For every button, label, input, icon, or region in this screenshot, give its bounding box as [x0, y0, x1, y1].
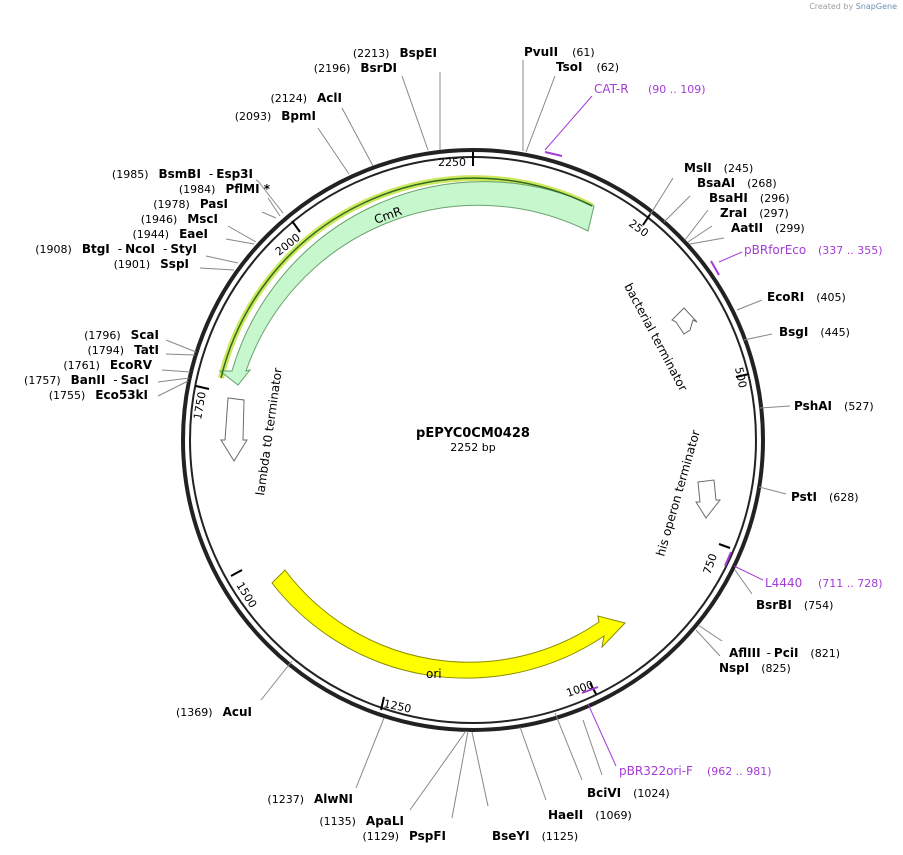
primer-cat-r-mark	[544, 151, 563, 157]
feature-bacterial-terminator[interactable]: bacterial terminator	[621, 281, 698, 394]
enzyme-label-btgi-ncoi-styi[interactable]: (1908)BtgI-NcoI-StyI	[35, 242, 197, 256]
plasmid-name: pEPYC0CM0428	[416, 426, 530, 441]
enzyme-label-ecori[interactable]: EcoRI(405)	[767, 290, 846, 304]
enzyme-label-eaei[interactable]: (1944)EaeI	[133, 227, 208, 241]
enzyme-labels-left[interactable]: (2213)BspEI (2196)BsrDI (2124)AclI (2093…	[24, 46, 446, 843]
enzyme-label-bpmi[interactable]: (2093)BpmI	[235, 109, 316, 123]
enzyme-label-scai[interactable]: (1796)ScaI	[84, 328, 159, 342]
ori-arrow	[271, 569, 626, 679]
feature-label-ori: ori	[426, 667, 442, 681]
enzyme-label-bseyi[interactable]: BseYI(1125)	[492, 829, 578, 843]
enzyme-label-eco53ki[interactable]: (1755)Eco53kI	[49, 388, 148, 402]
cmr-outline	[220, 177, 593, 379]
enzyme-label-bsgi[interactable]: BsgI(445)	[779, 325, 850, 339]
enzyme-label-bsmbi-esp3i[interactable]: (1985)BsmBI-Esp3I	[112, 167, 253, 181]
ticks	[195, 152, 750, 711]
feature-his-operon-terminator[interactable]: his operon terminator	[653, 428, 722, 558]
primer-label[interactable]: L4440	[765, 576, 802, 590]
primer-label[interactable]: pBR322ori-F	[619, 764, 693, 778]
primer-cat-r-leader	[544, 95, 593, 151]
enzyme-label-pspfi[interactable]: (1129)PspFI	[362, 829, 446, 843]
enzyme-label-bsrdi[interactable]: (2196)BsrDI	[314, 61, 397, 75]
his-operon-terminator-arrow	[695, 479, 722, 519]
primer-label[interactable]: pBRforEco	[744, 243, 806, 257]
primer-pbr322ori-f-mark	[581, 686, 599, 694]
enzyme-label-afliii-pcii[interactable]: AflIII-PciI(821)	[729, 646, 840, 660]
enzyme-label-zrai[interactable]: ZraI(297)	[720, 206, 789, 220]
feature-label-his-operon-terminator: his operon terminator	[653, 428, 702, 557]
enzyme-label-acli[interactable]: (2124)AclI	[270, 91, 342, 105]
snapgene-credit: Created by SnapGene	[809, 2, 897, 11]
tick-label: 500	[732, 366, 749, 389]
enzyme-label-pflmi[interactable]: (1984)PflMI *	[179, 182, 271, 196]
primer-range: (962 .. 981)	[707, 765, 772, 778]
primer-labels[interactable]: CAT-R (90 .. 109) pBRforEco (337 .. 355)…	[594, 82, 883, 778]
feature-ori[interactable]: ori	[271, 569, 626, 681]
enzyme-label-ecorv[interactable]: (1761)EcoRV	[63, 358, 152, 372]
primer-pbrforeco-mark	[710, 260, 720, 276]
enzyme-label-nspi[interactable]: NspI(825)	[719, 661, 791, 675]
primer-l4440-leader	[733, 565, 764, 581]
enzyme-labels-right[interactable]: PvuII(61) TsoI(62) MslI(245) BsaAI(268) …	[492, 45, 874, 843]
primer-pbr322ori-f-leader	[587, 703, 617, 767]
enzyme-label-psti[interactable]: PstI(628)	[791, 490, 859, 504]
primer-l4440-mark	[724, 551, 732, 567]
enzyme-label-acui[interactable]: (1369)AcuI	[176, 705, 252, 719]
enzyme-label-bcivi[interactable]: BciVI(1024)	[587, 786, 670, 800]
enzyme-label-pasi[interactable]: (1978)PasI	[153, 197, 228, 211]
enzyme-label-aatii[interactable]: AatII(299)	[731, 221, 805, 235]
tick-label: 1750	[191, 391, 209, 421]
primer-range: (337 .. 355)	[818, 244, 883, 257]
leader-lines	[157, 60, 791, 819]
enzyme-label-bsaai[interactable]: BsaAI(268)	[697, 176, 777, 190]
tick-label: 750	[701, 552, 720, 576]
feature-lambda-t0-terminator[interactable]: lambda t0 terminator	[220, 367, 285, 496]
enzyme-label-tsoi[interactable]: TsoI(62)	[556, 60, 619, 74]
credit-prefix: Created by	[809, 2, 854, 11]
plasmid-length: 2252 bp	[450, 441, 495, 454]
enzyme-label-bsahi[interactable]: BsaHI(296)	[709, 191, 790, 205]
feature-label-bacterial-terminator: bacterial terminator	[621, 281, 690, 394]
primer-range: (711 .. 728)	[818, 577, 883, 590]
enzyme-label-bspei[interactable]: (2213)BspEI	[353, 46, 437, 60]
enzyme-label-alwni[interactable]: (1237)AlwNI	[267, 792, 353, 806]
enzyme-label-msli[interactable]: MslI(245)	[684, 161, 753, 175]
enzyme-label-apali[interactable]: (1135)ApaLI	[319, 814, 404, 828]
lambda-t0-terminator-arrow	[220, 397, 248, 462]
primer-range: (90 .. 109)	[648, 83, 706, 96]
enzyme-label-banii-saci[interactable]: (1757)BanII-SacI	[24, 373, 149, 387]
bacterial-terminator-arrow	[671, 307, 698, 335]
cmr-arrow	[218, 181, 595, 386]
primers[interactable]	[544, 95, 764, 767]
feature-label-lambda-t0-terminator: lambda t0 terminator	[253, 367, 285, 496]
enzyme-label-pshai[interactable]: PshAI(527)	[794, 399, 874, 413]
feature-cmr[interactable]: CmR	[218, 175, 595, 386]
snapgene-logo: SnapGene	[855, 2, 897, 11]
enzyme-label-pvuii[interactable]: PvuII(61)	[524, 45, 595, 59]
tick-label: 1250	[382, 697, 412, 716]
enzyme-label-bsrbi[interactable]: BsrBI(754)	[756, 598, 833, 612]
tick-label: 2250	[438, 156, 466, 169]
enzyme-label-sspi[interactable]: (1901)SspI	[114, 257, 189, 271]
plasmid-center-label: pEPYC0CM0428 2252 bp	[416, 426, 530, 454]
enzyme-label-msci[interactable]: (1946)MscI	[141, 212, 218, 226]
primer-label[interactable]: CAT-R	[594, 82, 629, 96]
enzyme-label-tati[interactable]: (1794)TatI	[87, 343, 159, 357]
enzyme-label-haeii[interactable]: HaeII(1069)	[548, 808, 632, 822]
primer-pbrforeco-leader	[718, 251, 743, 263]
